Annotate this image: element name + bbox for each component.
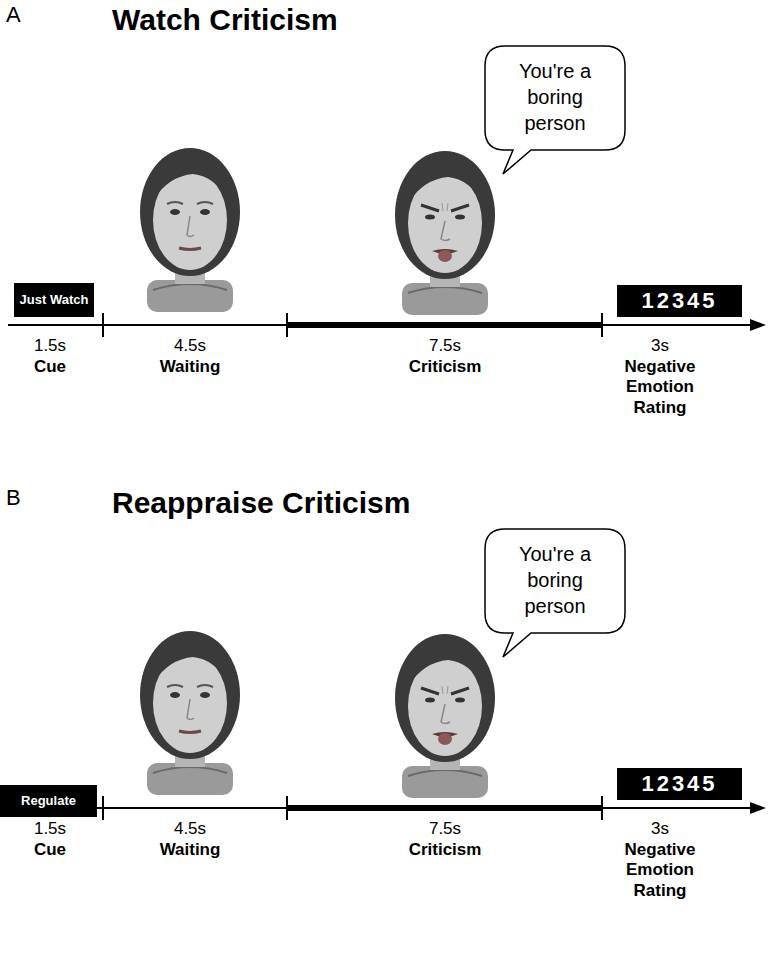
phase-name: Criticism (409, 357, 482, 377)
panel-letter: B (6, 485, 21, 511)
phase-name: Negative Emotion Rating (614, 357, 706, 418)
speech-bubble: You're a boring person (485, 529, 625, 657)
duration: 1.5s (34, 336, 66, 356)
duration: 7.5s (429, 819, 461, 839)
criticizing-face (395, 634, 495, 798)
bubble-shape (485, 46, 625, 174)
criticizing-face (395, 151, 495, 315)
rating-box: 12345 (617, 768, 742, 800)
bubble-shape (485, 529, 625, 657)
duration: 3s (651, 336, 669, 356)
panel-title: Reappraise Criticism (112, 485, 410, 521)
rating-box: 12345 (617, 285, 742, 317)
cue-box: Regulate (0, 785, 97, 817)
node-text: Just Watch (20, 293, 89, 308)
phase-name: Negative Emotion Rating (614, 840, 706, 901)
panel-title: Watch Criticism (112, 2, 338, 38)
duration: 4.5s (174, 336, 206, 356)
panel-letter: A (6, 2, 21, 28)
node-text: 12345 (641, 771, 717, 797)
phase-name: Waiting (160, 840, 221, 860)
duration: 4.5s (174, 819, 206, 839)
phase-name: Criticism (409, 840, 482, 860)
node-text: You're a boring person (485, 46, 625, 136)
phase-name: Cue (34, 840, 66, 860)
neutral-face (140, 148, 240, 312)
duration: 3s (651, 819, 669, 839)
phase-name: Waiting (160, 357, 221, 377)
node-text: 12345 (641, 288, 717, 314)
speech-bubble: You're a boring person (485, 46, 625, 174)
node-text: Regulate (21, 794, 76, 809)
duration: 7.5s (429, 336, 461, 356)
duration: 1.5s (34, 819, 66, 839)
phase-name: Cue (34, 357, 66, 377)
neutral-face (140, 631, 240, 795)
node-text: You're a boring person (485, 529, 625, 619)
cue-box: Just Watch (14, 283, 94, 317)
